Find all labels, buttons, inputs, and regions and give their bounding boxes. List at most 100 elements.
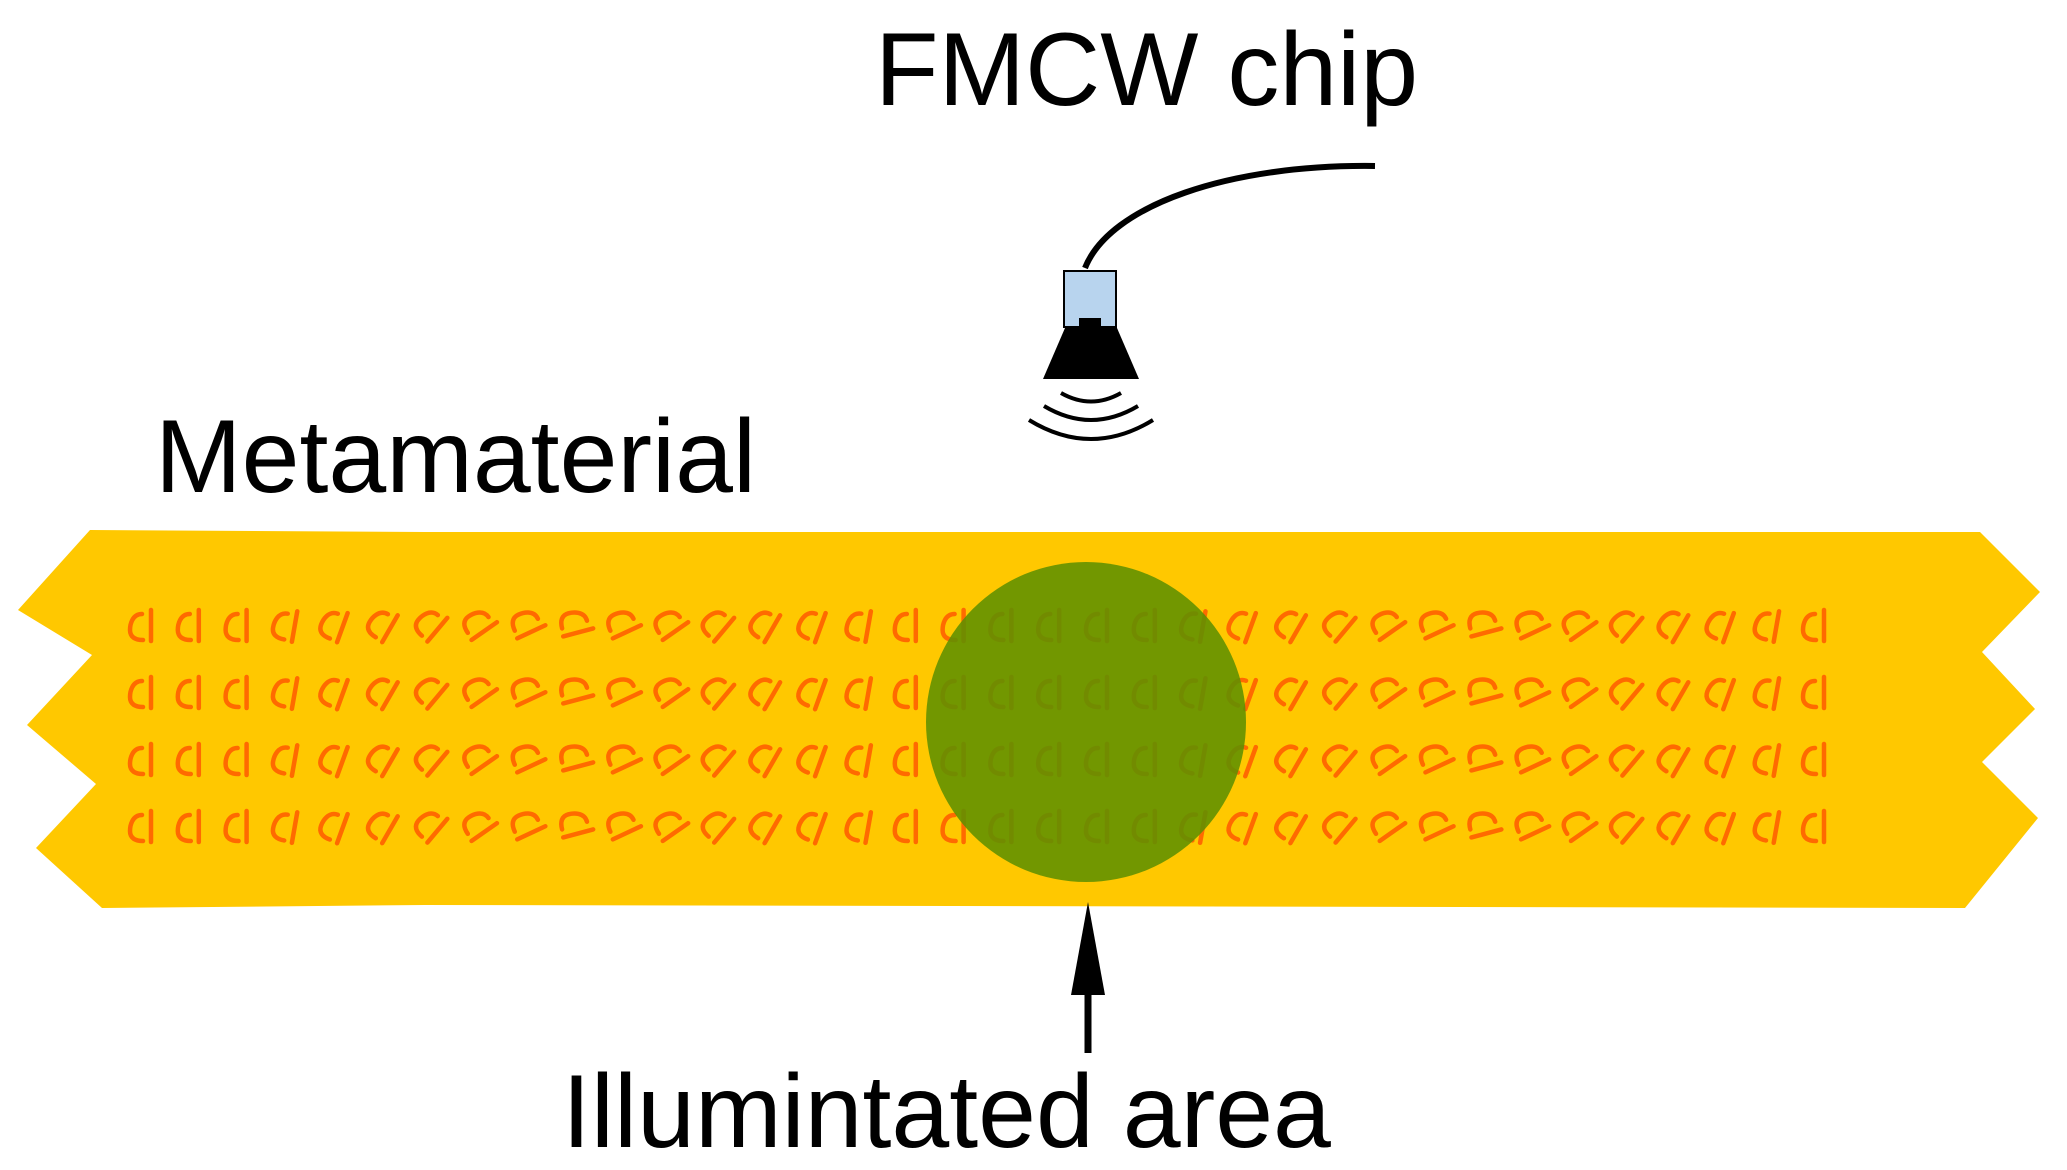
- resonator-element: [559, 744, 596, 773]
- resonator-element: [462, 610, 500, 643]
- resonator-element: [1273, 610, 1309, 645]
- resonator-element: [559, 677, 596, 706]
- resonator-element: [606, 744, 644, 775]
- resonator-element: [1273, 811, 1309, 846]
- resonator-element: [1514, 811, 1552, 842]
- resonator-element: [1370, 744, 1408, 777]
- resonator-element: [1370, 811, 1408, 844]
- resonator-element: [318, 677, 350, 712]
- resonator-element: [1752, 810, 1782, 846]
- resonator-element: [606, 610, 644, 641]
- illuminated-area-spot: [926, 562, 1246, 882]
- resonator-element: [1752, 676, 1782, 712]
- resonator-element: [462, 677, 500, 710]
- resonator-element: [559, 811, 596, 840]
- resonator-element: [413, 610, 450, 644]
- resonator-element: [223, 674, 249, 711]
- resonator-element: [1608, 811, 1645, 845]
- resonator-element: [748, 610, 783, 645]
- resonator-element: [510, 677, 548, 708]
- resonator-element: [175, 674, 202, 711]
- resonator-element: [175, 741, 202, 778]
- resonator-element: [748, 811, 783, 846]
- fmcw-chip-label: FMCW chip: [875, 12, 1419, 128]
- resonator-element: [1514, 677, 1552, 708]
- horn-antenna-icon: [1043, 318, 1139, 379]
- resonator-element: [606, 677, 644, 708]
- resonator-element: [1321, 677, 1358, 711]
- resonator-element: [1226, 811, 1259, 846]
- resonator-element: [653, 677, 691, 710]
- resonator-element: [1226, 610, 1259, 645]
- resonator-element: [413, 744, 450, 778]
- resonator-element: [1608, 677, 1645, 711]
- resonator-element: [796, 610, 828, 645]
- resonator-element: [892, 607, 919, 644]
- resonator-element: [700, 610, 737, 644]
- resonator-element: [270, 743, 300, 779]
- resonator-element: [1656, 811, 1691, 846]
- resonator-element: [700, 811, 737, 845]
- resonator-element: [270, 609, 300, 645]
- resonator-element: [700, 744, 737, 778]
- resonator-element: [510, 610, 548, 641]
- arrow-up-icon: [1071, 902, 1105, 1053]
- resonator-element: [1467, 744, 1504, 773]
- fmcw-chip-body: [1063, 270, 1117, 328]
- resonator-element: [1418, 610, 1456, 641]
- resonator-element: [1370, 677, 1408, 710]
- resonator-element: [1418, 811, 1456, 842]
- resonator-element: [796, 811, 828, 846]
- resonator-element: [1467, 677, 1504, 706]
- resonator-element: [270, 810, 300, 846]
- resonator-element: [1800, 607, 1827, 644]
- resonator-element: [510, 744, 548, 775]
- resonator-element: [1467, 610, 1504, 639]
- resonator-element: [1514, 744, 1552, 775]
- resonator-element: [844, 743, 874, 779]
- resonator-element: [365, 811, 400, 846]
- resonator-element: [318, 610, 350, 645]
- resonator-element: [844, 609, 874, 645]
- resonator-element: [1800, 808, 1827, 845]
- resonator-element: [1561, 744, 1599, 777]
- resonator-element: [559, 610, 596, 639]
- resonator-element: [1656, 610, 1691, 645]
- resonator-element: [1321, 744, 1358, 778]
- resonator-element: [1561, 610, 1599, 643]
- resonator-element: [318, 744, 350, 779]
- resonator-element: [270, 676, 300, 712]
- wave-emission-icon: [1027, 391, 1155, 441]
- resonator-element: [223, 607, 249, 644]
- resonator-element: [1704, 610, 1737, 645]
- resonator-element: [892, 674, 919, 711]
- resonator-element: [1273, 744, 1309, 779]
- resonator-element: [700, 677, 737, 711]
- resonator-element: [1321, 610, 1358, 644]
- resonator-element: [1800, 741, 1827, 778]
- resonator-element: [844, 676, 874, 712]
- resonator-element: [1370, 610, 1408, 643]
- resonator-element: [1514, 610, 1552, 641]
- resonator-element: [1561, 677, 1599, 710]
- resonator-element: [1467, 811, 1504, 840]
- resonator-element: [844, 810, 874, 846]
- resonator-element: [365, 677, 400, 712]
- resonator-element: [1752, 609, 1782, 645]
- chip-cable: [1082, 162, 1376, 270]
- resonator-element: [1608, 610, 1645, 644]
- resonator-element: [1418, 744, 1456, 775]
- resonator-element: [892, 741, 919, 778]
- resonator-element: [1800, 674, 1827, 711]
- resonator-element: [1704, 744, 1737, 779]
- resonator-element: [127, 741, 154, 778]
- resonator-element: [127, 674, 154, 711]
- resonator-element: [892, 808, 919, 845]
- resonator-element: [175, 607, 202, 644]
- resonator-element: [127, 808, 154, 845]
- resonator-element: [1273, 677, 1309, 712]
- resonator-element: [175, 808, 202, 845]
- resonator-element: [1321, 811, 1358, 845]
- resonator-element: [1418, 677, 1456, 708]
